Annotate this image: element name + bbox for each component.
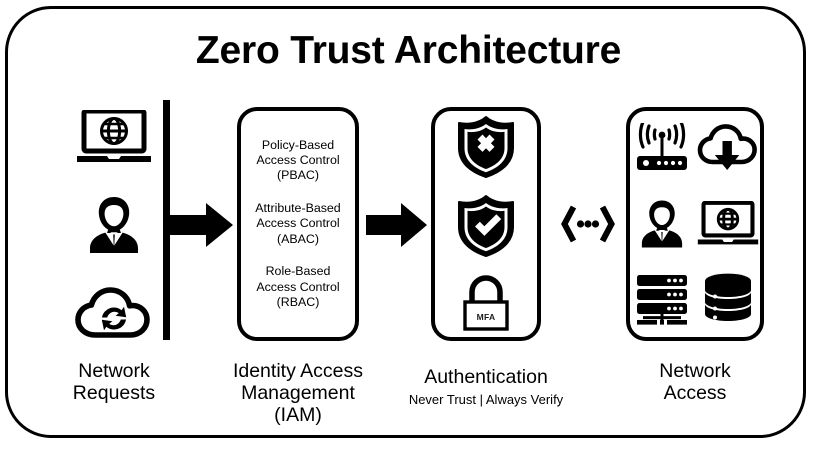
iam-policy-list: Policy-Based Access Control (PBAC) Attri…	[238, 108, 358, 340]
iam-item-pbac: Policy-Based Access Control (PBAC)	[256, 138, 339, 184]
laptop-globe-icon	[697, 201, 759, 247]
iam-pbac-line3: (PBAC)	[276, 168, 319, 183]
caption-iam: Identity Access Management (IAM)	[215, 360, 381, 426]
connector-auth-to-access	[560, 203, 616, 245]
caption-line-1: Authentication	[424, 366, 548, 388]
iam-item-abac: Attribute-Based Access Control (ABAC)	[255, 201, 340, 247]
page-title: Zero Trust Architecture	[195, 29, 622, 72]
cloud-sync-icon	[75, 286, 153, 338]
caption-network-requests: Network Requests	[38, 360, 190, 404]
iam-item-rbac: Role-Based Access Control (RBAC)	[256, 264, 339, 310]
authentication-icons: MFA	[432, 108, 540, 340]
database-icon	[702, 272, 754, 328]
iam-pbac-line2: Access Control	[256, 153, 340, 168]
iam-abac-line3: (ABAC)	[277, 231, 319, 246]
padlock-mfa-label: MFA	[477, 312, 496, 322]
shield-approve-icon	[455, 194, 517, 258]
iam-abac-line2: Access Control	[256, 216, 340, 231]
iam-rbac-line1: Role-Based	[265, 264, 331, 279]
authentication-subtitle: Never Trust | Always Verify	[408, 392, 564, 407]
user-icon	[83, 194, 145, 256]
arrow-requests-to-iam	[168, 200, 234, 250]
caption-authentication: Authentication	[405, 366, 567, 388]
caption-line-2: Management (IAM)	[241, 382, 355, 426]
shield-deny-icon	[455, 115, 517, 179]
server-rack-icon	[633, 273, 691, 327]
arrow-iam-to-auth	[366, 200, 428, 250]
caption-line-2: Requests	[72, 382, 156, 404]
caption-line-1: Network	[78, 360, 150, 382]
iam-pbac-line1: Policy-Based	[261, 137, 335, 152]
caption-line-2: Access	[663, 382, 727, 404]
vertical-divider-bar	[163, 100, 170, 340]
user-icon	[636, 198, 688, 250]
network-access-icons	[629, 110, 761, 338]
wifi-router-icon	[633, 123, 691, 173]
iam-rbac-line2: Access Control	[256, 279, 340, 294]
caption-line-1: Network	[659, 360, 731, 382]
iam-rbac-line3: (RBAC)	[276, 294, 320, 309]
iam-panel	[237, 107, 359, 341]
network-requests-icons	[72, 110, 156, 338]
iam-abac-line1: Attribute-Based	[255, 200, 341, 215]
padlock-mfa-icon: MFA	[457, 273, 515, 333]
cloud-download-icon	[697, 123, 759, 173]
laptop-globe-icon	[76, 110, 152, 164]
caption-line-1: Identity Access	[232, 360, 364, 382]
caption-network-access: Network Access	[615, 360, 775, 404]
